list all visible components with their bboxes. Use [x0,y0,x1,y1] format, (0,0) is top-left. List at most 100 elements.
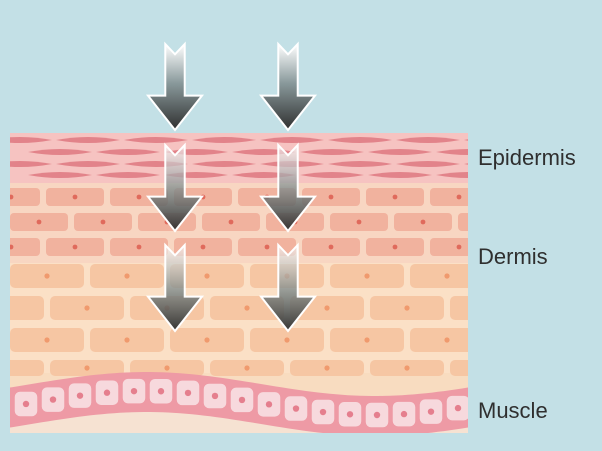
epidermis-cell [464,163,468,165]
cell-nucleus [100,219,106,225]
epidermis-cell [192,137,256,143]
epidermis-cell [464,139,468,141]
cell-nucleus [204,273,210,279]
epidermis-cell [56,161,120,167]
cell-nucleus [10,244,14,250]
cell-nucleus [427,408,435,415]
cell-nucleus [454,404,462,412]
epidermis-cell [124,137,188,143]
downward-arrow-icon [145,142,205,233]
cell-nucleus [328,244,334,250]
cell-nucleus [44,273,50,279]
lower-dermis-layer [10,263,468,376]
dermis-cell [410,328,468,352]
upper-dermis-layer [10,183,468,263]
cell-nucleus [72,194,78,200]
epidermis-cell [396,137,460,143]
muscle-layer [10,372,468,433]
epidermis-label: Epidermis [478,145,576,170]
epidermis-cell [96,149,160,155]
cell-nucleus [124,273,130,279]
cell-nucleus [244,305,250,311]
downward-arrow-icon [145,242,205,333]
dermis-label: Dermis [478,244,548,269]
dermis-cell [430,188,468,206]
arrow-group [145,41,318,333]
cell-nucleus [392,244,398,250]
dermis-cell [458,213,468,231]
cell-nucleus [238,396,246,404]
cell-nucleus [444,273,450,279]
cell-nucleus [319,408,327,416]
cell-nucleus [184,389,192,397]
cell-nucleus [292,405,300,412]
cell-nucleus [228,219,234,225]
dermis-cell [10,238,40,256]
cell-nucleus [373,411,381,419]
cell-nucleus [130,387,138,395]
cell-nucleus [44,337,50,343]
epidermis-cell [300,172,364,178]
cell-nucleus [204,337,210,343]
dermis-cell [450,360,468,376]
dermis-cell [10,188,40,206]
dermis-cell [410,264,468,288]
epidermis-cell [260,137,324,143]
cell-nucleus [22,400,30,408]
downward-arrow-icon [258,41,318,132]
cell-nucleus [157,388,165,395]
epidermis-layer [10,133,468,183]
cell-nucleus [356,219,362,225]
cell-nucleus [400,410,408,418]
cell-nucleus [211,392,219,400]
cell-nucleus [420,219,426,225]
cell-nucleus [72,244,78,250]
cell-nucleus [124,337,130,343]
cell-nucleus [49,396,57,403]
epidermis-cell [328,137,392,143]
cell-nucleus [404,305,410,311]
epidermis-cell [368,172,432,178]
cell-nucleus [324,305,330,311]
cell-nucleus [456,244,462,250]
cell-nucleus [265,401,273,408]
cell-nucleus [346,411,354,418]
cell-nucleus [84,305,90,311]
cell-nucleus [328,194,334,200]
cell-nucleus [324,365,330,371]
cell-nucleus [164,365,170,371]
cell-nucleus [200,244,206,250]
cell-nucleus [36,219,42,225]
epidermis-cell [300,149,364,155]
downward-arrow-icon [258,142,318,233]
downward-arrow-icon [145,41,205,132]
epidermis-cell [28,149,92,155]
cell-nucleus [136,194,142,200]
cell-nucleus [84,365,90,371]
cell-nucleus [136,244,142,250]
skin-block [10,133,468,433]
muscle-label: Muscle [478,398,548,423]
epidermis-cell [328,161,392,167]
epidermis-cell [10,161,52,167]
cell-nucleus [392,194,398,200]
epidermis-cell [192,161,256,167]
dermis-cell [430,238,468,256]
cell-nucleus [444,337,450,343]
downward-arrow-icon [258,242,318,333]
epidermis-cell [96,172,160,178]
epidermis-cell [396,161,460,167]
epidermis-cell [28,172,92,178]
cell-nucleus [364,273,370,279]
cell-nucleus [456,194,462,200]
cell-nucleus [264,244,270,250]
cell-nucleus [103,389,111,396]
epidermis-cell [10,137,52,143]
dermis-cell [10,296,44,320]
cell-nucleus [404,365,410,371]
cell-nucleus [10,194,14,200]
epidermis-cell [56,137,120,143]
cell-nucleus [284,337,290,343]
